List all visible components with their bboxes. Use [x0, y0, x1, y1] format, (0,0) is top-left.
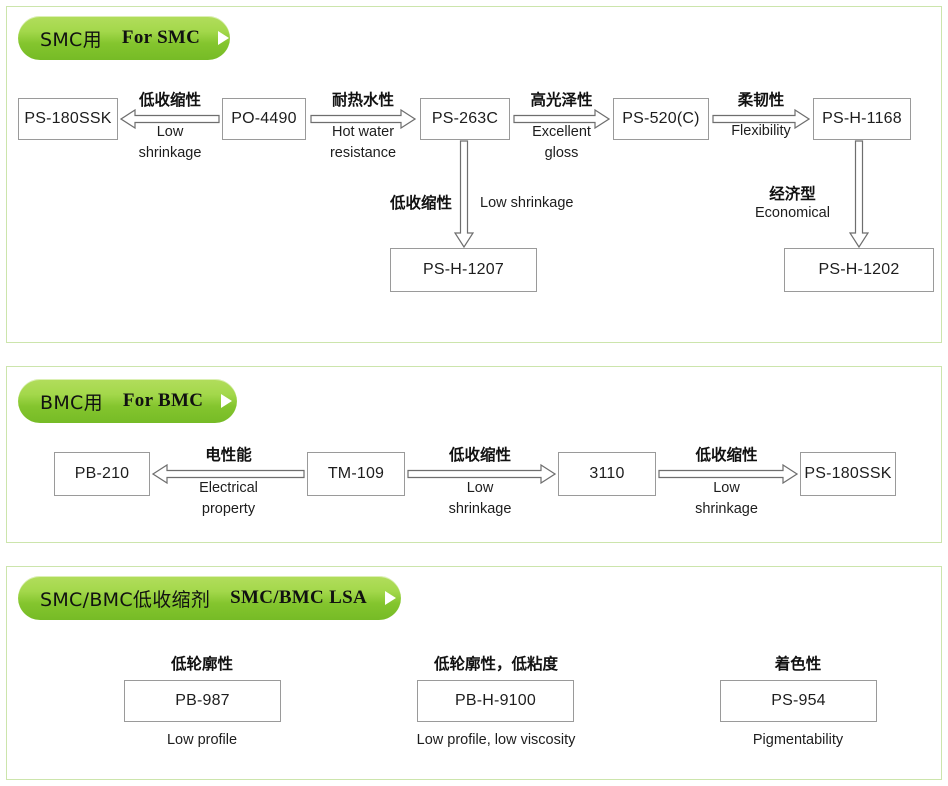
lsa-item-pb-987-caption-en-wrap: Low profile	[104, 732, 300, 748]
arrow-tm109-to-3110	[407, 462, 556, 486]
arrow-label-ps263c-to-psh1207-cn: 低收缩性	[389, 194, 452, 212]
product-box-pb-h-9100[interactable]: PB-H-9100	[417, 680, 574, 722]
product-box-ps-520c[interactable]: PS-520(C)	[613, 98, 709, 140]
section-header-lsa-en: SMC/BMC LSA	[230, 587, 367, 608]
arrow-label-po4490-to-ps180ssk-cn: 低收缩性	[138, 91, 201, 109]
product-box-3110[interactable]: 3110	[558, 452, 656, 496]
arrow-po4490-to-ps263c	[310, 107, 416, 131]
section-header-bmc[interactable]: BMC用 For BMC	[18, 379, 237, 423]
arrow-psh1168-to-psh1202	[847, 140, 871, 248]
lsa-item-ps-954: 着色性	[700, 652, 896, 674]
product-box-ps-h-1207[interactable]: PS-H-1207	[390, 248, 537, 292]
lsa-item-ps-954-caption-cn: 着色性	[774, 655, 822, 673]
arrow-label-ps520c-to-psh1168-cn: 柔韧性	[737, 91, 785, 109]
arrow-label-3110-to-ps180ssk-en: Low shrinkage	[695, 480, 758, 518]
product-box-ps-h-1202[interactable]: PS-H-1202	[784, 248, 934, 292]
arrow-po4490-to-ps180ssk	[120, 107, 220, 131]
triangle-right-icon	[221, 394, 233, 408]
lsa-item-pb-h-9100-caption-cn: 低轮廓性，低粘度	[433, 655, 558, 673]
section-header-smc-cn: SMC用	[40, 28, 102, 51]
arrow-label-psh1168-to-psh1202: 经济型 Economical	[755, 185, 830, 222]
arrow-label-tm109-to-3110-en: Low shrinkage	[448, 480, 512, 518]
section-header-smc[interactable]: SMC用 For SMC	[18, 16, 230, 60]
section-header-lsa-cn: SMC/BMC低收缩剂	[40, 588, 211, 611]
product-box-ps-954[interactable]: PS-954	[720, 680, 877, 722]
triangle-right-icon	[384, 591, 396, 605]
product-box-pb-987[interactable]: PB-987	[124, 680, 281, 722]
arrow-label-po4490-to-ps263c-en: Hot water resistance	[329, 124, 397, 162]
product-box-tm-109[interactable]: TM-109	[307, 452, 405, 496]
lsa-item-pb-987-caption-cn: 低轮廓性	[170, 655, 233, 673]
lsa-item-ps-954-caption-en-wrap: Pigmentability	[700, 732, 896, 748]
lsa-item-pb-987-caption-en: Low profile	[166, 732, 238, 748]
section-header-bmc-en: For BMC	[122, 390, 204, 411]
product-box-ps-180ssk[interactable]: PS-180SSK	[18, 98, 118, 140]
lsa-item-pb-h-9100-caption-en: Low profile, low viscosity	[416, 732, 576, 748]
arrow-label-ps520c-to-psh1168-en: Flexibility	[731, 123, 791, 139]
arrow-label-tm109-to-3110-cn: 低收缩性	[448, 446, 511, 464]
arrow-label-po4490-to-ps180ssk-en: Low shrinkage	[138, 124, 202, 162]
arrow-label-tm109-to-pb210-en: Electrical property	[199, 480, 258, 518]
arrow-ps263c-to-psh1207	[452, 140, 476, 248]
arrow-label-po4490-to-ps263c-cn: 耐热水性	[331, 91, 394, 109]
arrow-ps520c-to-psh1168	[712, 107, 810, 131]
arrow-tm109-to-pb210	[152, 462, 305, 486]
lsa-item-ps-954-caption-en: Pigmentability	[752, 732, 844, 748]
lsa-item-pb-h-9100-caption-en-wrap: Low profile, low viscosity	[396, 732, 596, 748]
section-header-bmc-cn: BMC用	[40, 391, 103, 414]
lsa-item-pb-987: 低轮廓性	[104, 652, 300, 674]
arrow-label-tm109-to-pb210-cn: 电性能	[205, 446, 252, 464]
arrow-label-3110-to-ps180ssk-cn: 低收缩性	[695, 446, 758, 464]
arrow-ps263c-to-ps520c	[513, 107, 610, 131]
product-box-pb-210[interactable]: PB-210	[54, 452, 150, 496]
section-header-lsa[interactable]: SMC/BMC低收缩剂 SMC/BMC LSA	[18, 576, 401, 620]
arrow-label-ps263c-to-ps520c-cn: 高光泽性	[530, 91, 593, 109]
arrow-3110-to-ps180ssk	[658, 462, 798, 486]
arrow-label-ps263c-to-psh1207-en: Low shrinkage	[480, 195, 574, 211]
triangle-right-icon	[218, 31, 230, 45]
arrow-label-ps263c-to-ps520c-en: Excellent gloss	[532, 124, 591, 162]
product-box-ps-h-1168[interactable]: PS-H-1168	[813, 98, 911, 140]
product-box-ps-180ssk-bmc[interactable]: PS-180SSK	[800, 452, 896, 496]
product-box-ps-263c[interactable]: PS-263C	[420, 98, 510, 140]
section-header-smc-en: For SMC	[121, 27, 201, 48]
lsa-item-pb-h-9100: 低轮廓性，低粘度	[396, 652, 596, 674]
product-box-po-4490[interactable]: PO-4490	[222, 98, 306, 140]
